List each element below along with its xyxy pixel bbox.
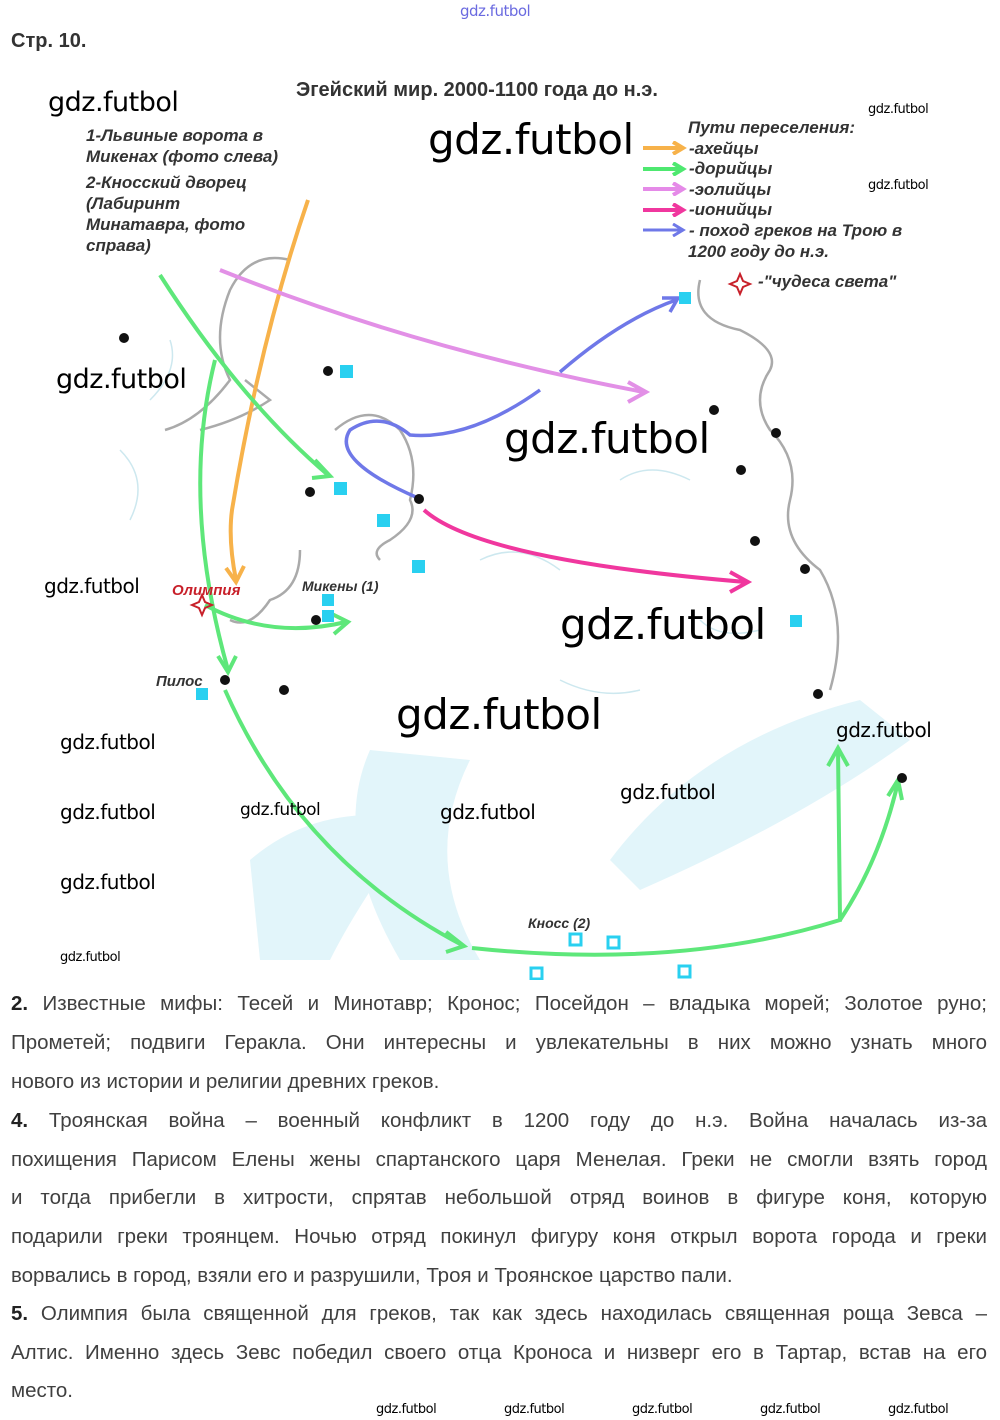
legend-troy: - поход греков на Трою в [643, 220, 902, 241]
map-legend: Пути переселения: -ахейцы -дорийцы -эоли… [643, 117, 902, 262]
watermark: gdz.futbol [376, 1402, 437, 1417]
note-line: Минатавра, фото [86, 215, 246, 234]
note-line: 1-Львиные ворота в [86, 126, 264, 145]
watermark: gdz.futbol [632, 1402, 693, 1417]
place-knossos: Кносс (2) [528, 915, 591, 931]
legend-wonders: -"чудеса света" [758, 272, 897, 291]
route-ionians [422, 508, 753, 594]
answer-5-line: 5. Олимпия была священной для греков, та… [11, 1302, 987, 1326]
note-line: 2-Кносский дворец [86, 173, 247, 192]
site-markers-outline [529, 932, 692, 980]
watermark: gdz.futbol [836, 718, 932, 742]
answer-4-line: подарили греки троянцем. Ночью отряд пок… [11, 1225, 987, 1248]
watermark: gdz.futbol [60, 730, 156, 754]
watermark: gdz.futbol [396, 690, 602, 739]
legend-label: -ионийцы [689, 200, 772, 220]
watermark: gdz.futbol [60, 870, 156, 894]
arrow-icon [643, 182, 687, 197]
note-line: Микенах (фото слева) [86, 147, 279, 166]
route-dorians [158, 273, 904, 957]
route-troy [344, 296, 682, 500]
answer-5-line: Алтис. Именно здесь Зевс победил своего … [11, 1341, 987, 1364]
watermark: gdz.futbol [760, 1402, 821, 1417]
answer-4-line: 4. Троянская война – военный конфликт в … [11, 1109, 987, 1133]
note-line: (Лабиринт [86, 194, 181, 213]
sea-areas [250, 700, 910, 960]
answer-text: Олимпия была священной для греков, так к… [40, 1302, 988, 1325]
place-pylos: Пилос [156, 673, 203, 690]
legend-label: - поход греков на Трою в [689, 220, 903, 240]
arrow-icon [643, 161, 687, 176]
map-notes: 1-Львиные ворота в Микенах (фото слева) … [86, 125, 278, 256]
legend-label: -эолийцы [689, 179, 772, 199]
wonder-icon-legend [727, 271, 753, 297]
answer-2-line: Прометей; подвиги Геракла. Они интересны… [11, 1031, 987, 1054]
watermark: gdz.futbol [56, 364, 187, 395]
legend-achaeans: -ахейцы [643, 138, 902, 159]
watermark: gdz.futbol [868, 102, 929, 117]
note-line: справа) [86, 236, 151, 255]
watermark-top: gdz.futbol [460, 2, 531, 20]
watermark: gdz.futbol [868, 178, 929, 193]
watermark: gdz.futbol [240, 800, 321, 820]
legend-dorians: -дорийцы [643, 159, 902, 180]
watermark: gdz.futbol [560, 600, 766, 649]
page-label: Стр. 10. [11, 30, 87, 52]
answer-5-line: место. [11, 1379, 74, 1402]
watermark: gdz.futbol [620, 780, 716, 804]
route-achaeans [224, 199, 310, 586]
watermark: gdz.futbol [504, 414, 710, 463]
thin-coast-detail [119, 339, 761, 695]
watermark: gdz.futbol [60, 950, 121, 965]
place-mycenae: Микены (1) [302, 578, 379, 594]
watermark: gdz.futbol [440, 800, 536, 824]
legend-label: -дорийцы [689, 159, 773, 179]
answer-text: Троянская война – военный конфликт в 120… [48, 1109, 987, 1132]
watermark: gdz.futbol [48, 87, 179, 118]
legend-label: -ахейцы [689, 138, 759, 158]
watermark: gdz.futbol [504, 1402, 565, 1417]
watermark: gdz.futbol [428, 115, 634, 164]
route-aeolians [219, 268, 651, 404]
watermark: gdz.futbol [60, 800, 156, 824]
arrow-icon [643, 202, 687, 217]
aegean-map [119, 199, 910, 980]
answer-4-line: ворвались в город, взяли его и разрушили… [11, 1264, 733, 1287]
legend-aeolians: -эолийцы [643, 179, 902, 200]
legend-ionians: -ионийцы [643, 200, 902, 221]
legend-label: 1200 году до н.э. [688, 241, 829, 261]
arrow-icon [643, 223, 686, 238]
place-olympia: Олимпия [172, 582, 241, 599]
legend-title: Пути переселения: [688, 118, 856, 137]
answer-number: 4. [11, 1109, 29, 1132]
map-title: Эгейский мир. 2000-1100 года до н.э. [296, 79, 658, 101]
answer-text: Известные мифы: Тесей и Минотавр; Кронос… [42, 992, 987, 1015]
answer-4-line: похищения Парисом Елены жены спартанског… [11, 1148, 987, 1171]
watermark: gdz.futbol [44, 574, 140, 598]
answer-number: 5. [11, 1302, 29, 1325]
wonder-icon-olympia [189, 592, 215, 618]
answer-4-line: и тогда прибегли в хитрости, спрятав неб… [11, 1186, 987, 1209]
answer-number: 2. [11, 992, 29, 1015]
watermark: gdz.futbol [888, 1402, 949, 1417]
site-markers [196, 292, 802, 700]
answer-2-line: 2. Известные мифы: Тесей и Минотавр; Кро… [11, 992, 987, 1016]
arrow-icon [643, 141, 687, 156]
answer-2-line: нового из истории и религии древних грек… [11, 1070, 440, 1093]
city-dots [119, 333, 907, 783]
